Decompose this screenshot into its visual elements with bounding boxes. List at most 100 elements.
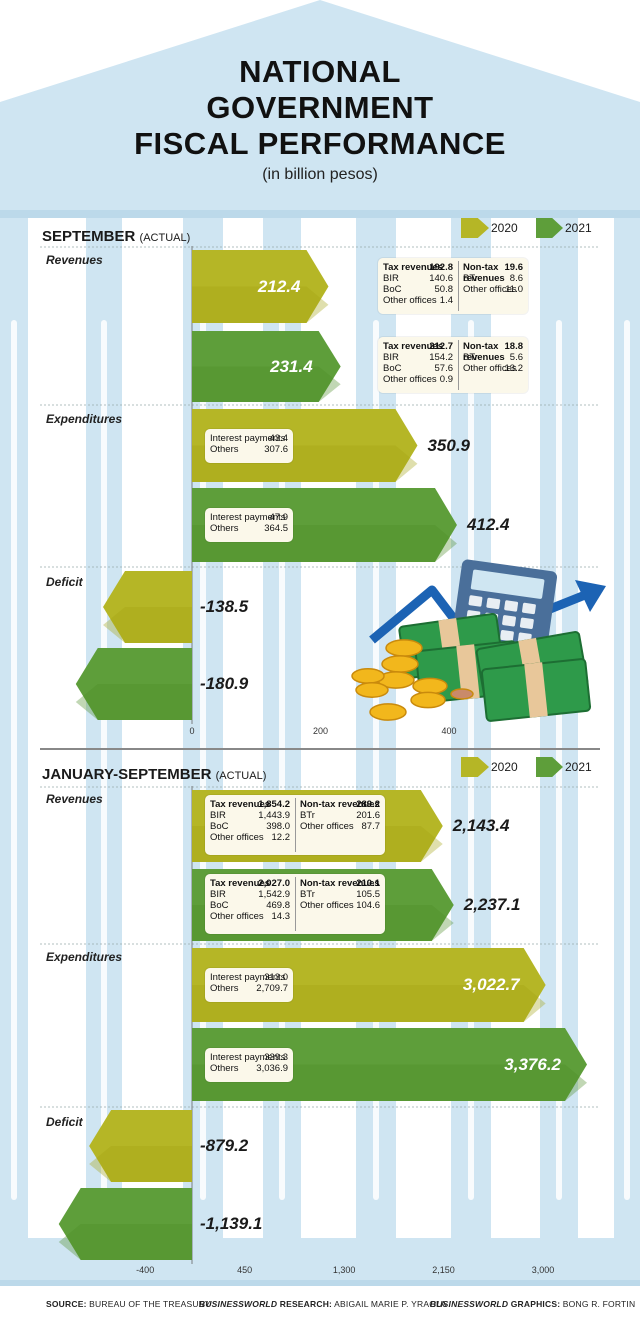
- box-separator: [295, 798, 296, 852]
- money-illustration: [351, 559, 606, 722]
- footer-research: BUSINESSWORLD RESEARCH: ABIGAIL MARIE P.…: [199, 1299, 447, 1309]
- breakdown-key: Other offices: [210, 832, 264, 843]
- breakdown-value: 43.4: [269, 432, 289, 444]
- breakdown-value: 154.2: [429, 352, 453, 363]
- breakdown-value: 1,542.9: [258, 889, 290, 900]
- legend: [461, 218, 563, 238]
- breakdown-value: 398.0: [266, 821, 290, 832]
- breakdown-key: Interest payments: [210, 972, 286, 983]
- category-label: Revenues: [46, 253, 103, 267]
- section-title: JANUARY-SEPTEMBER (ACTUAL): [42, 766, 266, 783]
- coin: [412, 677, 448, 695]
- value-label: 412.4: [466, 515, 510, 534]
- breakdown-row: BTr 8.6: [463, 273, 523, 284]
- breakdown-key: BoC: [210, 821, 229, 832]
- breakdown-key: BIR: [210, 889, 226, 900]
- footer-graphics-label: BUSINESSWORLD: [430, 1299, 509, 1309]
- breakdown-value: 11.0: [505, 284, 523, 295]
- breakdown-key: Other offices: [300, 900, 354, 911]
- value-label: 231.4: [270, 356, 313, 376]
- roof-ledge: [0, 210, 640, 218]
- bar-2021-deficit: [75, 648, 192, 720]
- footer-source-text: BUREAU OF THE TREASURY: [89, 1299, 211, 1309]
- breakdown-key: BIR: [383, 273, 399, 284]
- breakdown-value: 8.6: [509, 273, 523, 284]
- value-label: -138.5: [200, 597, 249, 616]
- breakdown-value: 289.2: [356, 799, 380, 810]
- box-separator: [295, 877, 296, 931]
- legend-label-2021: 2021: [565, 760, 592, 774]
- breakdown-value: 0.9: [439, 374, 453, 385]
- breakdown-key: Other offices: [300, 821, 354, 832]
- breakdown-key: Others: [210, 1062, 239, 1074]
- category-label: Deficit: [46, 1115, 83, 1129]
- calculator-key: [502, 615, 516, 627]
- box-separator: [458, 261, 459, 311]
- breakdown-key: Tax revenues: [383, 341, 444, 352]
- breakdown-value: 14.3: [271, 911, 291, 922]
- breakdown-value: 2,027.0: [258, 878, 290, 889]
- bar-shade: [192, 366, 341, 402]
- breakdown-key: Interest payments: [210, 512, 286, 523]
- breakdown-value: 2,709.7: [256, 983, 288, 994]
- breakdown-key: BIR: [210, 810, 226, 821]
- value-label: -180.9: [200, 674, 249, 693]
- breakdown-value: 364.5: [264, 523, 288, 534]
- breakdown-key: Tax revenues: [383, 262, 444, 273]
- x-tick-label: 450: [237, 1265, 253, 1275]
- bar-2020-deficit: [103, 571, 192, 643]
- calculator-key: [468, 595, 483, 607]
- breakdown-key: Interest payments: [210, 1051, 286, 1063]
- legend-label-2020: 2020: [491, 221, 518, 235]
- breakdown-value: 1.4: [439, 295, 453, 306]
- footer-graphics-text: BONG R. FORTIN: [562, 1299, 636, 1309]
- x-tick-label: 200: [312, 726, 329, 736]
- calculator-key: [519, 617, 534, 629]
- category-label: Expenditures: [46, 950, 123, 964]
- breakdown-key: BoC: [210, 900, 229, 911]
- pillar-groove: [11, 320, 17, 1200]
- breakdown-key: BTr: [300, 889, 315, 900]
- x-tick-label: 2,150: [432, 1265, 455, 1275]
- value-label: 3,022.7: [462, 975, 520, 994]
- breakdown-key: Tax revenues: [210, 878, 271, 889]
- x-tick-label: -400: [136, 1265, 155, 1275]
- trend-arrow-head: [575, 580, 606, 612]
- breakdown-value: 13.2: [504, 363, 524, 374]
- section-title-text: SEPTEMBER: [42, 228, 136, 245]
- bar-2021-deficit: [58, 1188, 193, 1260]
- roof-pediment: [0, 0, 640, 212]
- breakdown-key: BTr: [463, 273, 478, 284]
- footer-source: SOURCE: BUREAU OF THE TREASURY: [46, 1299, 211, 1309]
- breakdown-value: 469.8: [266, 900, 290, 911]
- value-label: 212.4: [257, 276, 301, 296]
- value-label: -879.2: [200, 1136, 249, 1155]
